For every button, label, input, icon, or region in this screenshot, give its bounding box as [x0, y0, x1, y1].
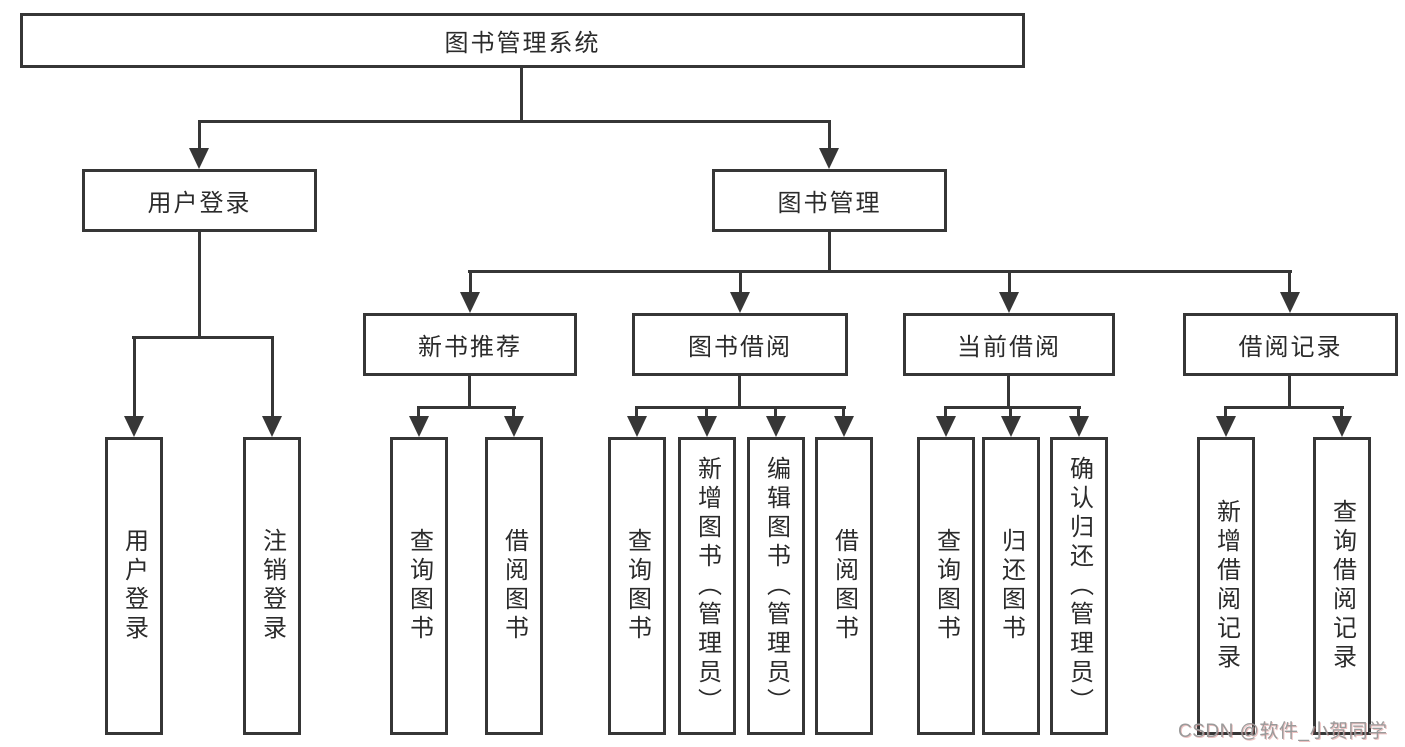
connector-line — [512, 406, 515, 418]
arrow-down-icon — [936, 416, 956, 437]
connector-line — [635, 406, 638, 418]
arrow-down-icon — [834, 416, 854, 437]
arrow-down-icon — [1280, 292, 1300, 313]
arrow-down-icon — [730, 292, 750, 313]
connector-line — [1077, 406, 1080, 418]
leaf-confirm-return-admin: 确认归还（管理员） — [1050, 437, 1108, 735]
node-library-management-system: 图书管理系统 — [20, 13, 1025, 68]
connector-line — [944, 406, 947, 418]
connector-line — [198, 120, 201, 150]
connector-line — [828, 120, 831, 150]
leaf-edit-book-admin: 编辑图书（管理员） — [747, 437, 805, 735]
leaf-add-borrow-record: 新增借阅记录 — [1197, 437, 1255, 735]
connector-line — [417, 406, 420, 418]
leaf-user-login: 用户登录 — [105, 437, 163, 735]
arrow-down-icon — [1001, 416, 1021, 437]
connector-line — [1340, 406, 1343, 418]
connector-line — [944, 406, 1081, 409]
connector-line — [635, 406, 846, 409]
leaf-logout: 注销登录 — [243, 437, 301, 735]
arrow-down-icon — [124, 416, 144, 437]
connector-line — [133, 336, 136, 418]
connector-line — [1008, 270, 1011, 294]
leaf-borrow-books-recommend: 借阅图书 — [485, 437, 543, 735]
node-borrow-records: 借阅记录 — [1183, 313, 1398, 376]
connector-line — [468, 376, 471, 406]
arrow-down-icon — [819, 148, 839, 169]
arrow-down-icon — [262, 416, 282, 437]
connector-line — [739, 270, 742, 294]
leaf-borrow-book: 借阅图书 — [815, 437, 873, 735]
arrow-down-icon — [504, 416, 524, 437]
arrow-down-icon — [697, 416, 717, 437]
connector-line — [468, 270, 1292, 273]
arrow-down-icon — [1332, 416, 1352, 437]
connector-line — [842, 406, 845, 418]
connector-line — [828, 232, 831, 270]
connector-line — [1224, 406, 1227, 418]
leaf-return-book: 归还图书 — [982, 437, 1040, 735]
connector-line — [198, 232, 201, 336]
connector-line — [271, 336, 274, 418]
arrow-down-icon — [1216, 416, 1236, 437]
leaf-query-books-borrowing: 查询图书 — [608, 437, 666, 735]
arrow-down-icon — [766, 416, 786, 437]
node-book-management: 图书管理 — [712, 169, 947, 232]
node-book-borrowing: 图书借阅 — [632, 313, 848, 376]
csdn-watermark: CSDN @软件_小贺同学 — [1178, 721, 1388, 742]
connector-line — [1288, 376, 1291, 406]
leaf-query-books-current: 查询图书 — [917, 437, 975, 735]
connector-line — [469, 270, 472, 294]
connector-line — [132, 336, 274, 339]
arrow-down-icon — [460, 292, 480, 313]
connector-line — [1288, 270, 1291, 294]
connector-line — [1007, 376, 1010, 406]
leaf-query-books-recommend: 查询图书 — [390, 437, 448, 735]
connector-line — [1009, 406, 1012, 418]
connector-line — [738, 376, 741, 406]
leaf-query-borrow-record: 查询借阅记录 — [1313, 437, 1371, 735]
connector-line — [1224, 406, 1344, 409]
connector-line — [774, 406, 777, 418]
node-user-login: 用户登录 — [82, 169, 317, 232]
connector-line — [520, 68, 523, 120]
arrow-down-icon — [627, 416, 647, 437]
connector-line — [198, 120, 831, 123]
node-current-borrowing: 当前借阅 — [903, 313, 1115, 376]
arrow-down-icon — [1069, 416, 1089, 437]
connector-line — [417, 406, 516, 409]
leaf-add-book-admin: 新增图书（管理员） — [678, 437, 736, 735]
node-new-book-recommend: 新书推荐 — [363, 313, 577, 376]
arrow-down-icon — [189, 148, 209, 169]
arrow-down-icon — [409, 416, 429, 437]
arrow-down-icon — [999, 292, 1019, 313]
connector-line — [705, 406, 708, 418]
